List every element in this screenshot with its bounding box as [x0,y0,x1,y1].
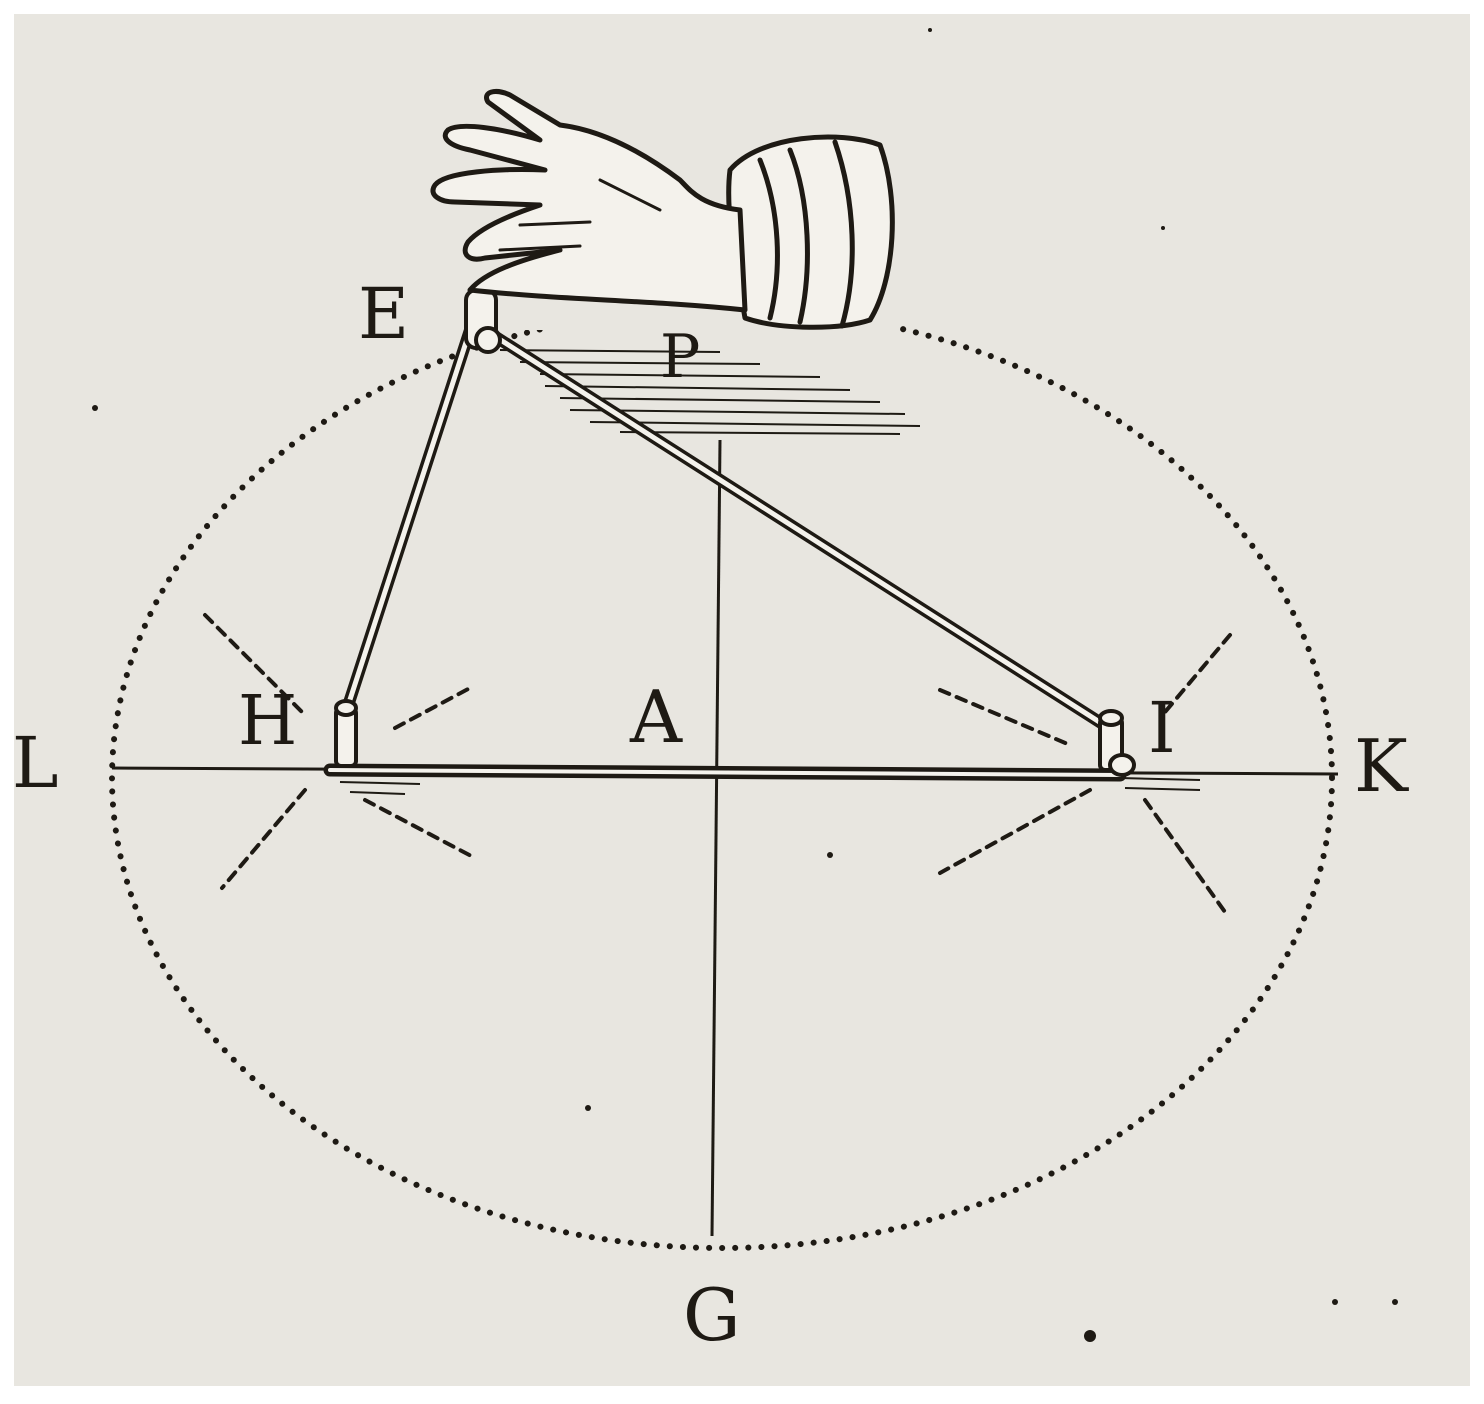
focus-h-rays [203,613,477,890]
label-a: A [629,675,683,759]
focus-i-rays [938,633,1232,914]
label-g: G [683,1273,741,1357]
label-i: I [1148,687,1176,769]
string-h-i [323,763,1127,782]
pin-i [1098,709,1136,777]
label-h: H [238,682,297,761]
hatching-shadow [339,349,1201,795]
label-p: P [660,322,700,392]
string-e-i [479,324,1118,736]
minor-axis-line [710,439,722,1237]
label-e: E [358,273,409,355]
ink-specks [92,28,1398,1342]
pin-h [334,699,358,768]
label-k: K [1354,724,1409,808]
hand-icon [430,89,895,330]
pin-e [464,288,502,354]
label-l: L [12,722,58,804]
string-e-h [339,324,476,721]
